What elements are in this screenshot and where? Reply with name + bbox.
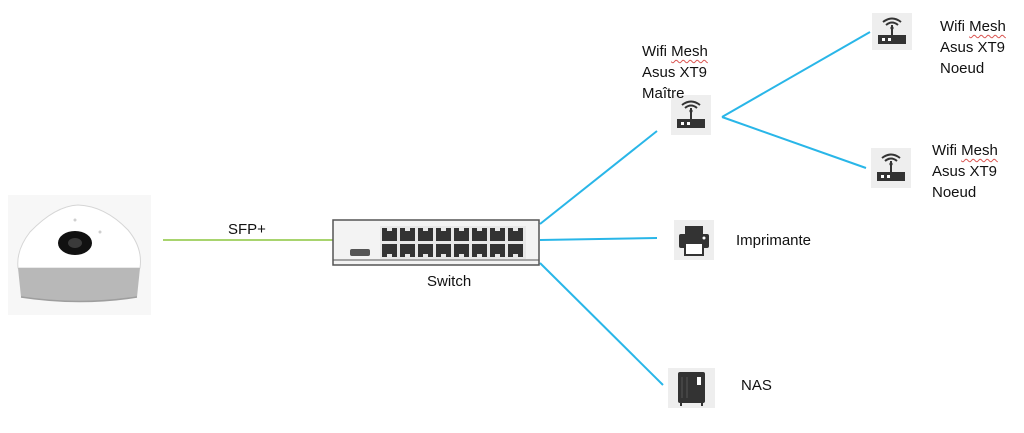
switch-port — [418, 244, 433, 257]
printer-icon — [674, 220, 714, 260]
switch-port-notch — [477, 254, 482, 257]
network-switch-icon — [332, 219, 540, 266]
internet-box-icon — [8, 195, 151, 315]
router-node-2-label-line2: Asus XT9 — [932, 163, 998, 180]
switch-port-notch — [459, 228, 464, 231]
switch-port — [508, 244, 523, 257]
sfp-link-label: SFP+ — [228, 221, 266, 238]
router-node-2-label-line3: Noeud — [932, 184, 977, 201]
switch-port — [400, 228, 415, 241]
switch-port-notch — [459, 254, 464, 257]
switch-port-notch — [405, 254, 410, 257]
switch-port — [472, 228, 487, 241]
wifi-router-icon — [871, 148, 911, 188]
switch-port — [436, 244, 451, 257]
nas-label: NAS — [741, 377, 772, 394]
switch-port — [454, 228, 469, 241]
link-switch-router-master — [539, 130, 658, 225]
link-master-node-1 — [721, 31, 871, 118]
router-node-1-label-line1b: Mesh — [969, 18, 1006, 35]
switch-port-notch — [477, 228, 482, 231]
switch-port — [508, 228, 523, 241]
switch-label: Switch — [427, 273, 472, 290]
printer-label: Imprimante — [736, 232, 812, 249]
switch-port — [436, 228, 451, 241]
nas-icon — [668, 368, 715, 408]
switch-port-notch — [513, 254, 518, 257]
switch-port-notch — [405, 228, 410, 231]
switch-port — [454, 244, 469, 257]
router-node-1-label: Wifi Mesh Asus XT9 Noeud — [940, 16, 1006, 79]
switch-port — [418, 228, 433, 241]
router-master-label-line3: Maître — [642, 85, 685, 102]
switch-port — [382, 244, 397, 257]
router-node-2-label: Wifi Mesh Asus XT9 Noeud — [932, 140, 998, 203]
switch-port — [490, 244, 505, 257]
router-master-label-line2: Asus XT9 — [642, 64, 708, 81]
router-node-1-label-line1a: Wifi — [940, 18, 970, 35]
switch-port — [490, 228, 505, 241]
link-master-node-2 — [721, 116, 867, 169]
router-node-2-label-line1a: Wifi — [932, 142, 962, 159]
switch-port-notch — [387, 254, 392, 257]
switch-port-notch — [387, 228, 392, 231]
switch-port-notch — [441, 254, 446, 257]
router-node-1-label-line2: Asus XT9 — [940, 39, 1006, 56]
switch-port — [472, 244, 487, 257]
switch-port — [400, 244, 415, 257]
wifi-router-icon — [872, 13, 912, 50]
switch-port-notch — [495, 254, 500, 257]
link-switch-nas — [539, 262, 664, 386]
link-switch-printer — [539, 237, 658, 241]
router-master-label-line1b: Mesh — [671, 43, 708, 60]
switch-port-notch — [495, 228, 500, 231]
switch-port — [382, 228, 397, 241]
switch-port-notch — [423, 254, 428, 257]
switch-port-notch — [441, 228, 446, 231]
switch-port-notch — [423, 228, 428, 231]
router-master-label: Wifi Mesh Asus XT9 Maître — [642, 41, 708, 104]
wifi-router-icon — [671, 95, 711, 135]
switch-port-notch — [513, 228, 518, 231]
router-node-2-label-line1b: Mesh — [961, 142, 998, 159]
router-node-1-label-line3: Noeud — [940, 60, 985, 77]
router-master-label-line1a: Wifi — [642, 43, 672, 60]
